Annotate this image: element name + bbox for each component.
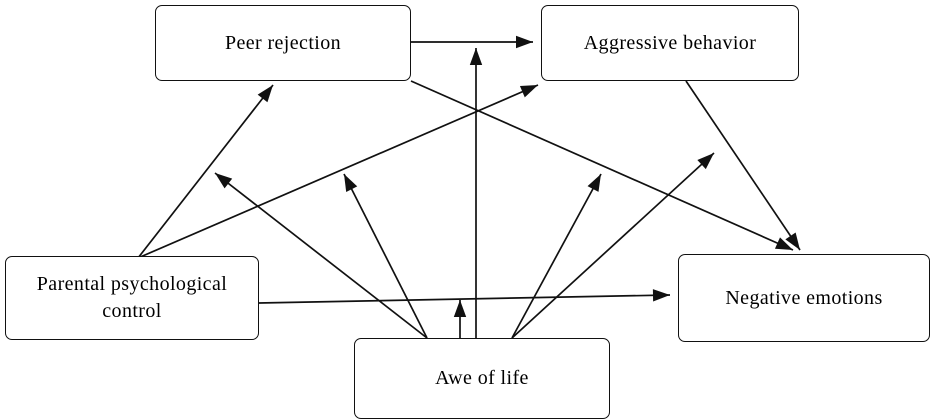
edge-parental-control-to-aggressive-behavior xyxy=(137,84,539,259)
node-awe-of-life[interactable]: Awe of life xyxy=(354,338,610,419)
edge-awe-of-life-to-midright xyxy=(511,173,602,339)
arrowhead-icon xyxy=(774,237,793,250)
arrowhead-icon xyxy=(785,232,800,250)
edge-awe-of-life-to-aggressive-line xyxy=(469,48,483,338)
arrowhead-icon xyxy=(652,289,670,302)
edge-peer-rejection-to-aggressive-behavior xyxy=(411,35,533,49)
edge-parental-control-to-peer-rejection xyxy=(137,84,274,259)
edge-awe-of-life-to-parental-negative-line xyxy=(453,300,467,338)
edge-awe-of-life-to-negative-line xyxy=(511,152,715,339)
node-label: Awe of life xyxy=(435,367,529,389)
node-negative-emotions[interactable]: Negative emotions xyxy=(678,254,930,342)
arrowhead-icon xyxy=(453,300,467,317)
edge-aggressive-behavior-to-negative-emotions xyxy=(685,80,801,251)
node-peer-rejection[interactable]: Peer rejection xyxy=(155,5,411,81)
node-label: Peer rejection xyxy=(224,31,342,54)
node-label: Negative emotions xyxy=(725,286,883,309)
arrowhead-icon xyxy=(697,153,714,170)
node-parental-psychological-control[interactable]: Parental psychological control xyxy=(5,256,259,340)
node-label: Parental psychological control xyxy=(36,273,228,322)
edge-parental-control-to-negative-emotions xyxy=(258,289,671,304)
arrowhead-icon xyxy=(344,174,358,192)
node-label: Aggressive behavior xyxy=(583,31,757,54)
arrowhead-icon xyxy=(469,48,483,65)
arrowhead-icon xyxy=(587,174,601,192)
arrowhead-icon xyxy=(516,35,533,49)
arrowhead-icon xyxy=(257,85,273,103)
edge-peer-rejection-to-negative-emotions xyxy=(410,80,794,251)
node-aggressive-behavior[interactable]: Aggressive behavior xyxy=(541,5,799,81)
arrowhead-icon xyxy=(215,173,233,189)
edge-awe-of-life-to-midleft xyxy=(343,173,428,339)
arrowhead-icon xyxy=(519,85,538,98)
edge-awe-of-life-to-peer-rejection-path xyxy=(214,172,428,339)
